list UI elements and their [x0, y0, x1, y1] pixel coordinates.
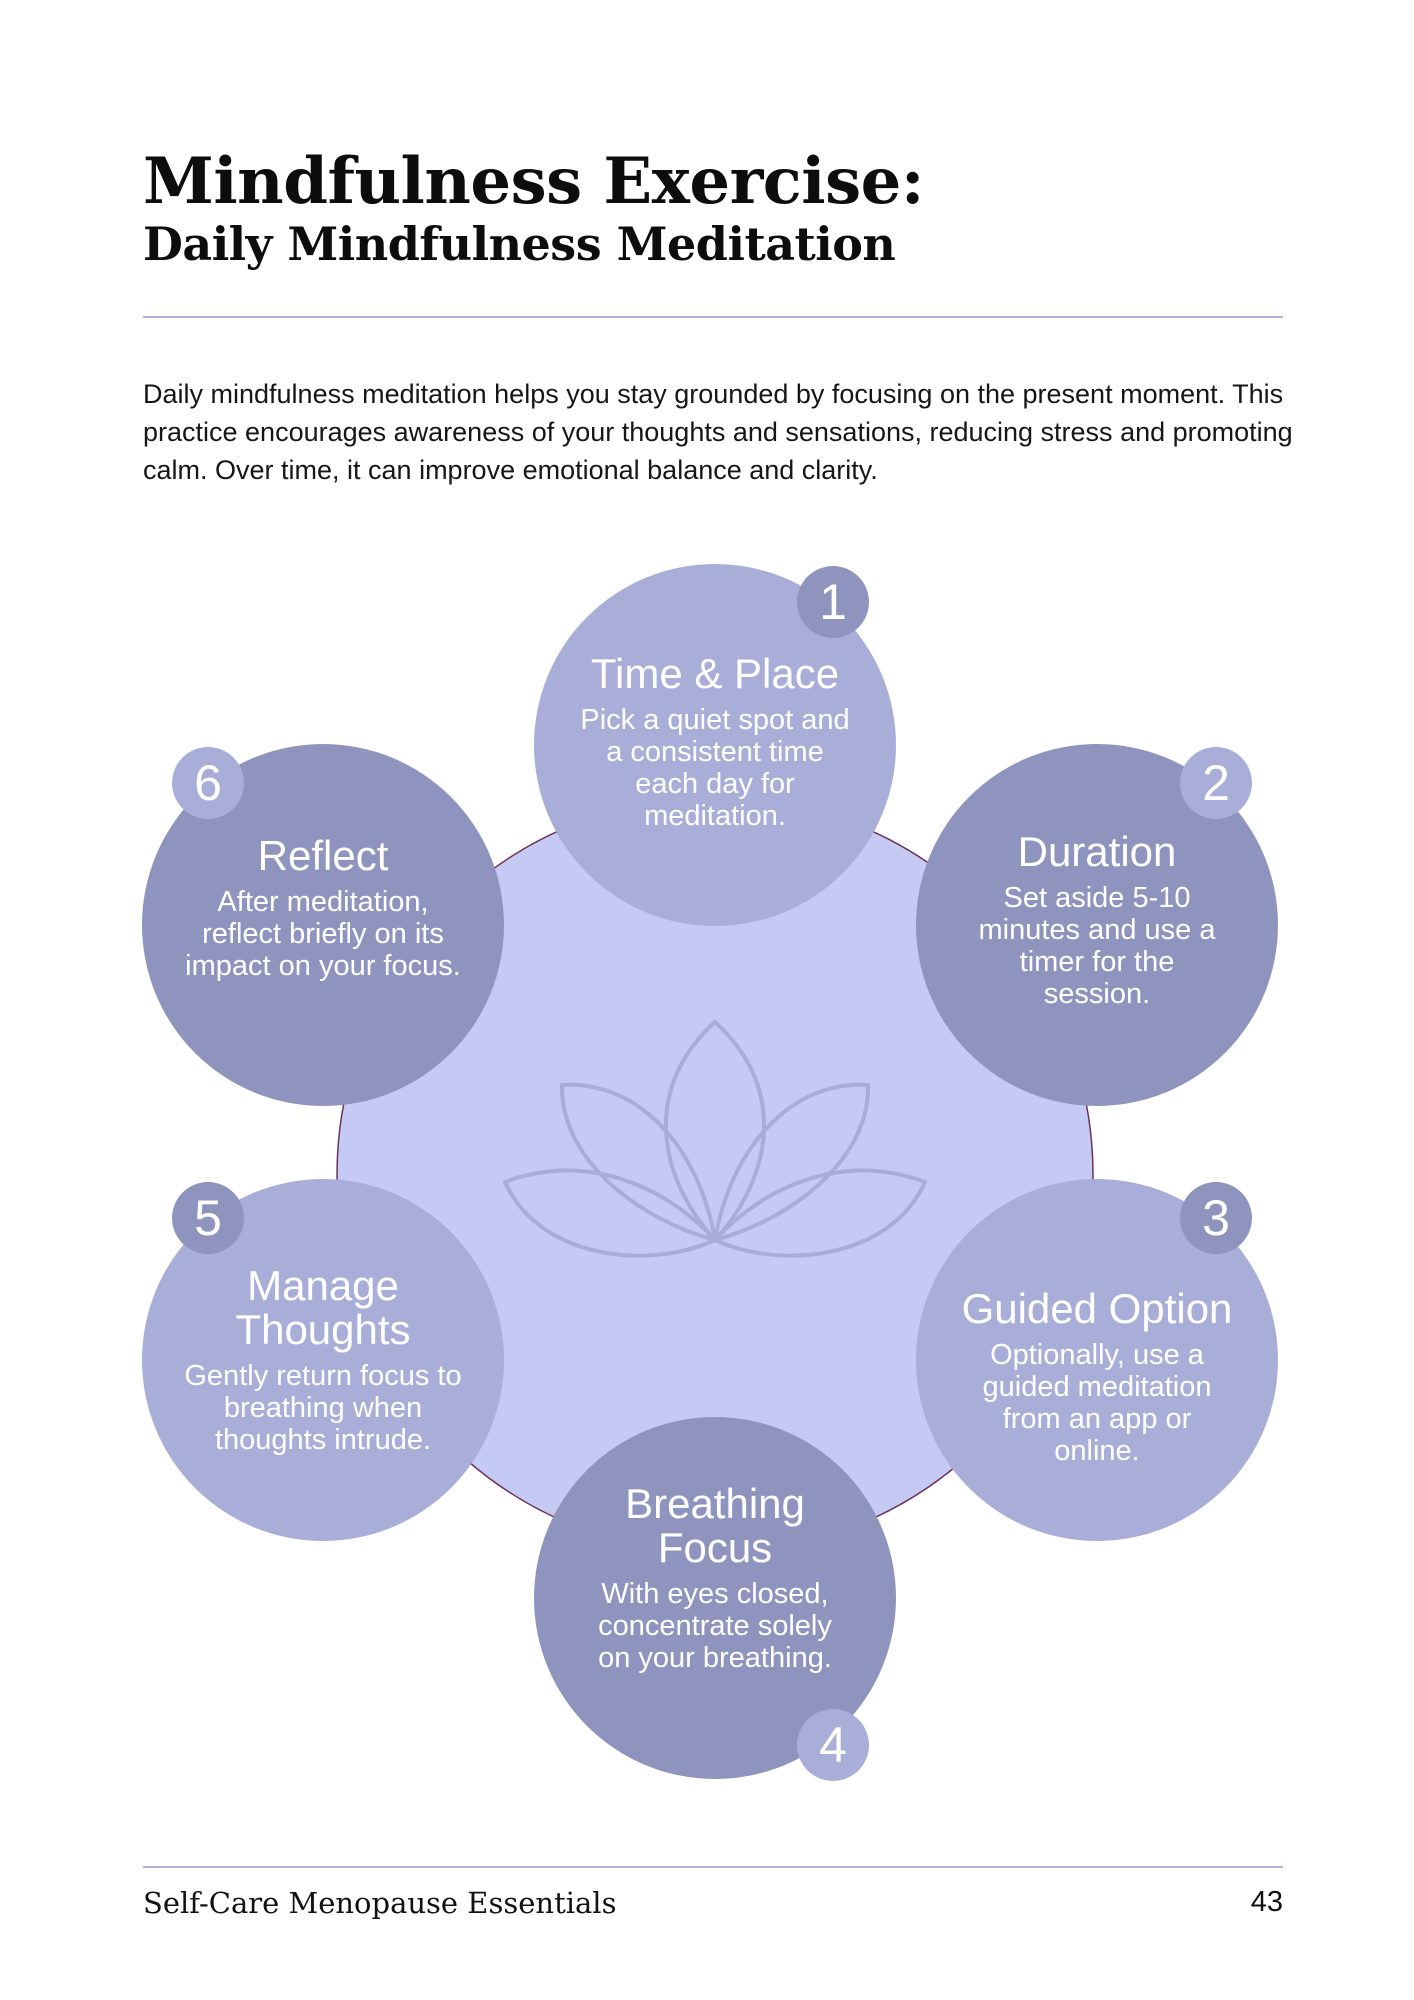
lotus-icon [503, 1020, 927, 1258]
page-number: 43 [1250, 1886, 1283, 1918]
step-5-description: Gently return focus to breathing when th… [184, 1360, 462, 1456]
step-1-title: Time & Place [590, 650, 840, 697]
step-6-circle [142, 744, 504, 1106]
step-4-badge [797, 1709, 869, 1781]
step-6-title: Reflect [257, 832, 389, 879]
step-2-content: Duration Set aside 5-10 minutes and use … [942, 828, 1252, 1011]
step-3-content: Guided Option Optionally, use a guided m… [937, 1285, 1257, 1468]
step-5-circle [142, 1179, 504, 1541]
page-subtitle: Daily Mindfulness Meditation [143, 217, 896, 271]
step-5-number: 5 [194, 1190, 222, 1246]
step-6-number: 6 [194, 755, 222, 811]
step-5-badge [172, 1182, 244, 1254]
header-divider [143, 316, 1283, 318]
step-3-badge [1180, 1182, 1252, 1254]
step-1-number: 1 [819, 574, 847, 630]
step-4-content: Breathing Focus With eyes closed, concen… [560, 1480, 870, 1675]
step-6-badge [172, 747, 244, 819]
step-2-circle [916, 744, 1278, 1106]
step-2-description: Set aside 5-10 minutes and use a timer f… [978, 882, 1216, 1010]
step-3-title: Guided Option [961, 1285, 1233, 1332]
step-3-circle [916, 1179, 1278, 1541]
step-5-content: Manage Thoughts Gently return focus to b… [168, 1262, 478, 1457]
step-2-title: Duration [1017, 828, 1177, 875]
step-6-description: After meditation, reflect briefly on its… [185, 886, 461, 982]
step-4-description: With eyes closed, concentrate solely on … [598, 1578, 832, 1674]
step-2-number: 2 [1202, 755, 1230, 811]
intro-paragraph: Daily mindfulness meditation helps you s… [143, 379, 1293, 485]
step-1-content: Time & Place Pick a quiet spot and a con… [560, 650, 870, 833]
footer-divider [143, 1866, 1283, 1868]
step-6-content: Reflect After meditation, reflect briefl… [168, 832, 478, 983]
step-4-number: 4 [819, 1717, 847, 1773]
step-5-title: Manage Thoughts [235, 1262, 411, 1353]
step-1-description: Pick a quiet spot and a consistent time … [580, 704, 850, 832]
step-3-description: Optionally, use a guided meditation from… [982, 1339, 1212, 1467]
step-1-circle [534, 564, 896, 926]
step-1-badge [797, 566, 869, 638]
step-2-badge [1180, 747, 1252, 819]
step-4-circle [534, 1417, 896, 1779]
page-title: Mindfulness Exercise: [143, 144, 924, 219]
step-3-number: 3 [1202, 1190, 1230, 1246]
step-4-title: Breathing Focus [625, 1480, 805, 1571]
footer-title: Self-Care Menopause Essentials [143, 1886, 617, 1920]
